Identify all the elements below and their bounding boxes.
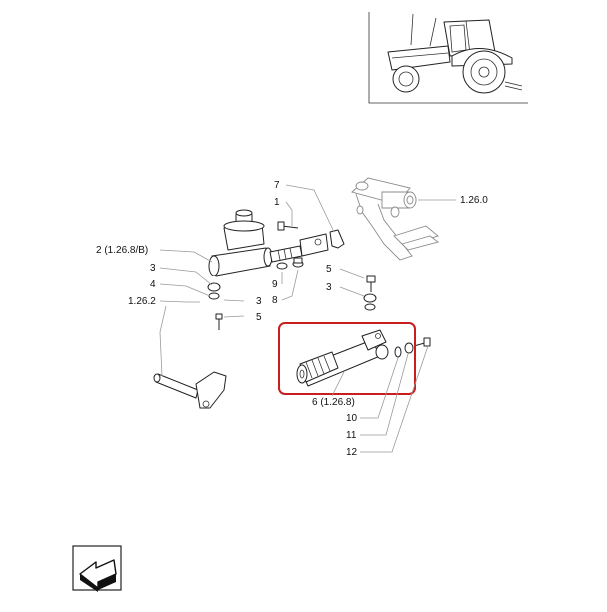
leader-lines — [159, 184, 456, 453]
callout-10[interactable]: 10 — [346, 413, 358, 424]
callout-9[interactable]: 9 — [272, 279, 278, 290]
callout-1-26-0[interactable]: 1.26.0 — [460, 195, 488, 206]
master-cylinder — [208, 209, 345, 277]
callout-4[interactable]: 4 — [150, 279, 156, 290]
tractor-icon — [387, 13, 523, 94]
release-lever — [153, 371, 227, 409]
callout-6[interactable]: 6 (1.26.8) — [312, 397, 355, 408]
callout-labels: 7 1 2 (1.26.8/B) 3 4 1.26.2 3 5 9 8 5 3 … — [96, 180, 488, 458]
tractor-thumbnail — [368, 12, 528, 104]
pedal-assembly — [351, 177, 440, 261]
hydraulic-pipe — [172, 275, 377, 370]
callout-5-right[interactable]: 5 — [326, 264, 332, 275]
callout-8[interactable]: 8 — [272, 295, 278, 306]
callout-3-right[interactable]: 3 — [326, 282, 332, 293]
slave-cylinder — [296, 329, 431, 387]
callout-3-upper[interactable]: 3 — [150, 263, 156, 274]
callout-1-26-2[interactable]: 1.26.2 — [128, 296, 156, 307]
back-arrow-icon — [79, 559, 117, 592]
callout-12[interactable]: 12 — [346, 447, 358, 458]
callout-5-left[interactable]: 5 — [256, 312, 262, 323]
callout-3-middle[interactable]: 3 — [256, 296, 262, 307]
callout-7[interactable]: 7 — [274, 180, 280, 191]
callout-2[interactable]: 2 (1.26.8/B) — [96, 245, 148, 256]
back-nav-button[interactable] — [72, 545, 122, 592]
callout-11[interactable]: 11 — [346, 430, 357, 441]
highlight-frame — [278, 322, 416, 395]
callout-1[interactable]: 1 — [274, 197, 280, 208]
